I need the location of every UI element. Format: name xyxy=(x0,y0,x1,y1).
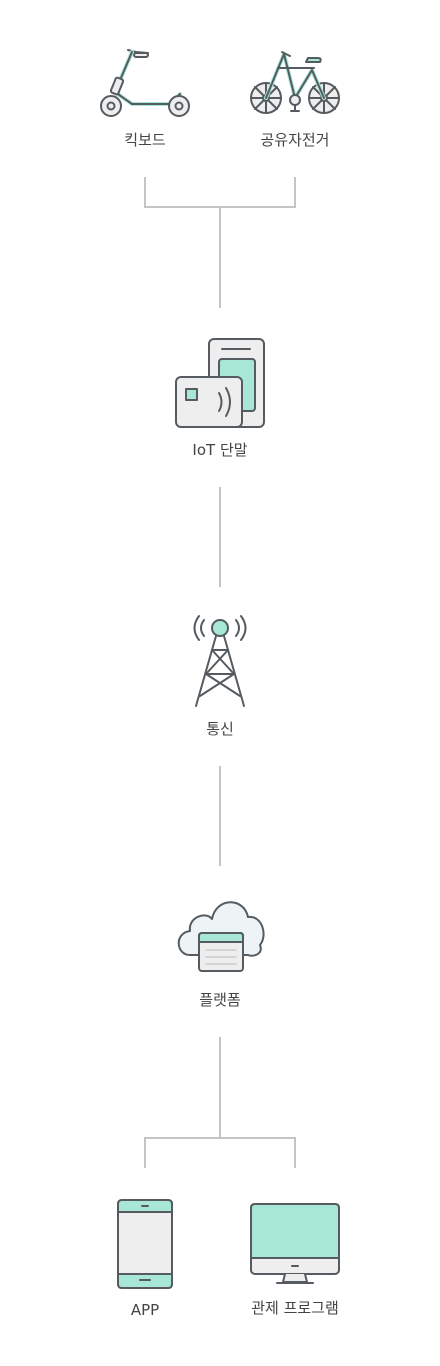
iot-label: IoT 단말 xyxy=(192,441,248,459)
kickboard-icon xyxy=(100,49,190,117)
app-label: APP xyxy=(130,1301,160,1319)
bicycle-icon xyxy=(250,51,340,114)
network-label: 통신 xyxy=(206,720,234,738)
cloud-platform-icon xyxy=(177,901,265,972)
antenna-tower-icon xyxy=(193,615,247,707)
connector-platform-to-clients xyxy=(144,1037,296,1168)
monitor-icon xyxy=(250,1203,340,1284)
monitor-label: 관제 프로그램 xyxy=(251,1299,339,1317)
kickboard-label: 킥보드 xyxy=(124,131,166,149)
iot-terminal-icon xyxy=(175,338,265,428)
platform-label: 플랫폼 xyxy=(199,991,241,1009)
smartphone-icon xyxy=(117,1199,173,1289)
connector-devices-to-iot xyxy=(144,177,296,308)
bicycle-label: 공유자전거 xyxy=(260,131,330,149)
